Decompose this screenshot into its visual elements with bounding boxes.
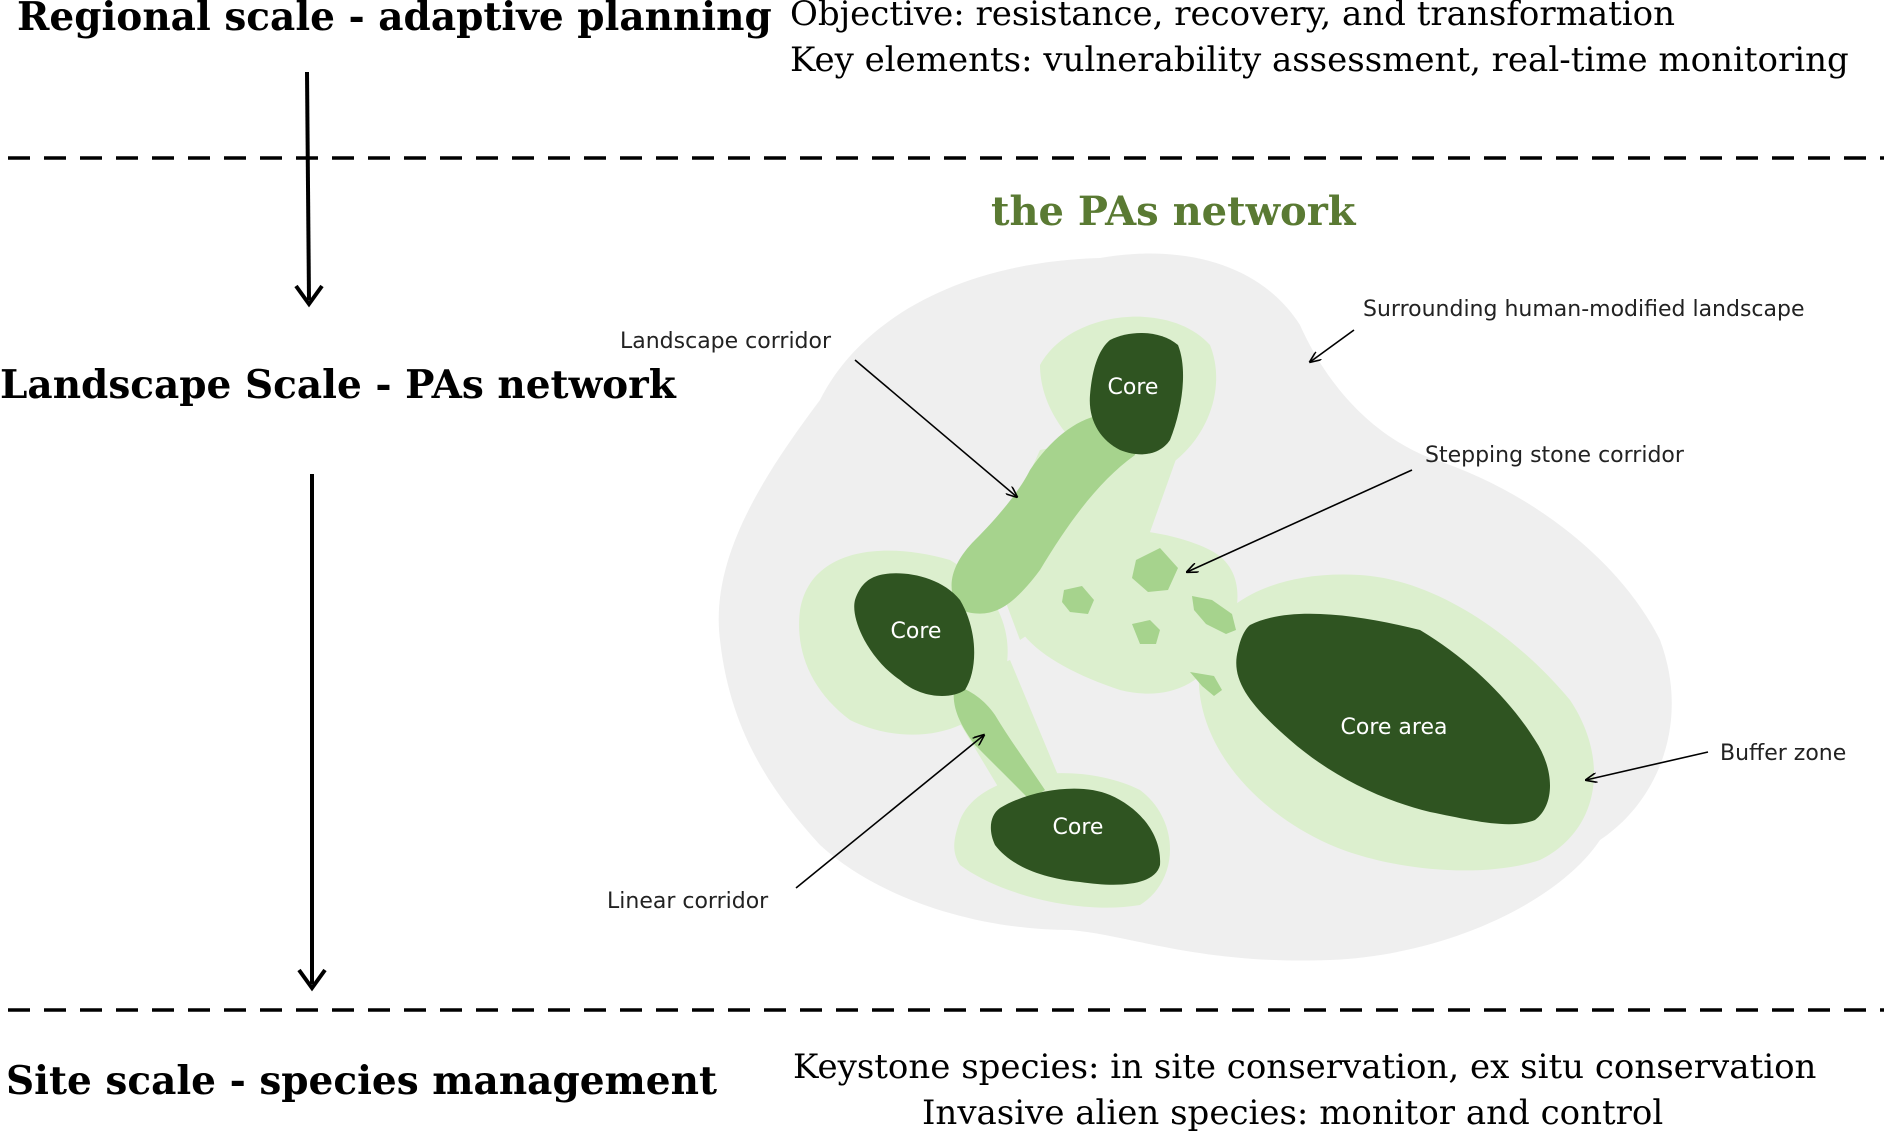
core-left-label: Core [891,619,942,644]
stepping-stone-label: Stepping stone corridor [1425,443,1685,468]
landscape-corridor-pointer [854,359,1017,497]
stepping-stone-4 [1132,620,1160,644]
core-area-label: Core area [1341,715,1448,740]
buffer-zone-pointer [1586,751,1709,780]
linear-corridor-shape [953,685,1045,800]
regional-scale-title: Regional scale - adaptive planning [17,0,772,40]
landscape-corridor-label: Landscape corridor [620,329,832,354]
stepping-stone-5 [1190,672,1222,696]
site-scale-title: Site scale - species management [6,1058,717,1104]
core-bottom-label: Core [1053,815,1104,840]
stepping-stone-1 [1132,548,1178,592]
core-top-label: Core [1108,375,1159,400]
core-top [1089,333,1184,455]
stepping-stone-pointer [1187,469,1413,572]
core-left [854,573,975,696]
linear-corridor-label: Linear corridor [607,889,769,914]
landscape-corridor-shape [951,415,1136,614]
pas-network-title: the PAs network [991,188,1356,235]
regional-key-elements-line: Key elements: vulnerability assessment, … [790,40,1849,80]
site-keystone-line: Keystone species: in site conservation, … [793,1047,1817,1087]
site-invasive-line: Invasive alien species: monitor and cont… [922,1093,1664,1133]
linear-corridor-pointer [795,735,984,889]
regional-to-landscape-arrow [294,71,324,308]
surrounding-landscape-pointer [1310,329,1355,362]
surrounding-landscape-label: Surrounding human-modified landscape [1363,297,1805,322]
landscape-to-site-arrow [297,474,327,992]
landscape-scale-title: Landscape Scale - PAs network [0,362,676,408]
core-area [1236,613,1550,825]
regional-objective-line: Objective: resistance, recovery, and tra… [790,0,1675,34]
stepping-stone-2 [1062,586,1094,614]
stepping-stones [1062,548,1236,696]
stepping-stone-3 [1192,596,1236,634]
buffer-zone-label: Buffer zone [1720,741,1846,766]
core-bottom [990,788,1161,885]
